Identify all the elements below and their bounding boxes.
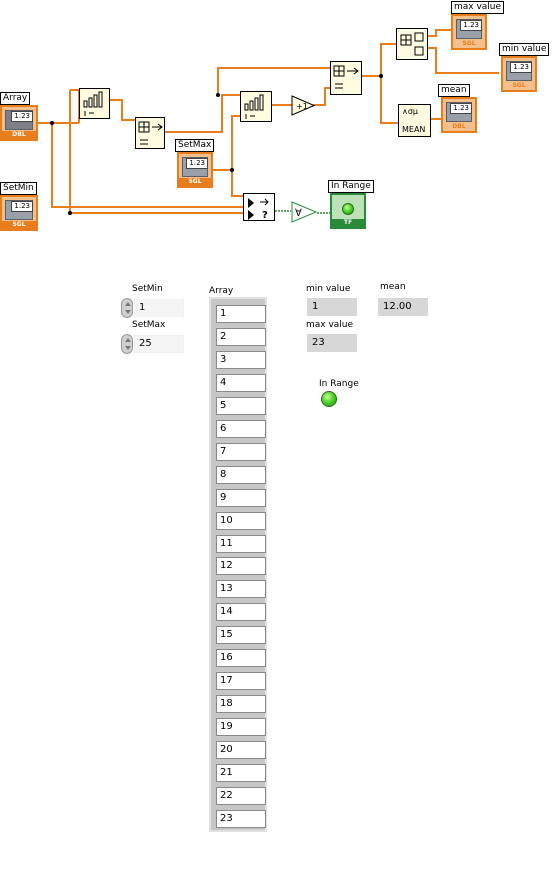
index-array-node-2[interactable] [330,61,362,95]
setmin-terminal[interactable]: 1.23 SGL [0,195,38,231]
inrange-terminal-led-icon [342,203,354,215]
and-array-elements-icon[interactable]: ∀ [291,201,317,223]
setmin-numeric-control[interactable]: 1 [134,299,184,317]
mean-terminal[interactable]: 1.23 DBL [441,97,477,133]
array-element[interactable]: 16 [216,649,266,668]
setmax-increment-decrement[interactable] [121,334,133,354]
increment-icon[interactable]: +1 [291,95,315,116]
array-element[interactable]: 6 [216,419,266,438]
array-terminal[interactable]: 1.23 DBL [0,105,38,141]
array-element[interactable]: 10 [216,511,266,530]
index-array-icon [138,121,163,145]
maxvalue-terminal-num: 1.23 [460,20,482,31]
minvalue-terminal-type: SGL [503,82,535,90]
index-array-node[interactable] [135,117,165,149]
mean-node-symbol: ∧σμ [402,107,419,116]
array-element[interactable]: 3 [216,350,266,369]
sort-icon-2 [244,94,264,119]
array-element[interactable]: 9 [216,488,266,507]
array-element[interactable]: 7 [216,442,266,461]
setmax-down-arrow-icon[interactable] [125,346,131,350]
array-element[interactable]: 22 [216,786,266,805]
array-max-min-icon [400,32,424,56]
min-value-indicator: 1 [307,298,357,316]
minvalue-terminal[interactable]: 1.23 SGL [501,56,537,92]
setmax-label: SetMax [132,320,166,330]
array-terminal-label: Array [0,92,31,105]
min-value-label: min value [306,284,351,294]
setmin-terminal-label: SetMin [0,182,37,195]
array-element[interactable]: 4 [216,373,266,392]
mean-terminal-num: 1.23 [450,103,472,114]
max-value-indicator: 23 [307,334,357,352]
mean-node[interactable]: ∧σμ MEAN [398,104,431,137]
inrange-terminal-type: TF [332,219,364,227]
array-max-min-node[interactable] [396,28,428,60]
setmax-terminal-label: SetMax [175,139,215,152]
mean-node-text: MEAN [402,125,426,134]
array-element[interactable]: 20 [216,741,266,760]
svg-text:?: ? [262,210,268,221]
minvalue-terminal-num: 1.23 [510,62,532,73]
mean-terminal-type: DBL [443,123,475,131]
mean-label: mean [380,282,406,292]
array-element[interactable]: 14 [216,603,266,622]
inrange-terminal-label: In Range [328,180,374,193]
block-diagram-wires [38,29,499,215]
array-element[interactable]: 12 [216,557,266,576]
mean-terminal-label: mean [438,84,470,97]
in-range-coerce-icon: ? [248,198,269,221]
maxvalue-terminal-label: max value [451,1,505,14]
mean-indicator: 12.00 [378,298,428,316]
setmin-terminal-num: 1.23 [11,201,33,212]
setmin-terminal-type: SGL [2,221,36,229]
array-element[interactable]: 8 [216,465,266,484]
array-element[interactable]: 2 [216,327,266,346]
array-element[interactable]: 21 [216,764,266,782]
inrange-terminal[interactable]: TF [330,193,366,229]
setmax-numeric-control[interactable]: 25 [134,335,184,353]
setmax-terminal[interactable]: 1.23 SGL [177,152,213,188]
minvalue-terminal-label: min value [499,43,550,56]
index-array-icon-2 [333,65,359,89]
maxvalue-terminal-type: SGL [453,40,485,48]
array-element[interactable]: 13 [216,580,266,599]
sort-array-node[interactable] [79,88,110,119]
maxvalue-terminal[interactable]: 1.23 SGL [451,14,487,50]
increment-label: +1 [296,102,308,111]
array-element[interactable]: 5 [216,396,266,415]
max-value-label: max value [306,320,354,330]
array-element[interactable]: 15 [216,626,266,645]
sort-array-node-2[interactable] [240,91,272,122]
array-terminal-num: 1.23 [11,111,33,122]
setmin-down-arrow-icon[interactable] [125,310,131,314]
array-element[interactable]: 19 [216,718,266,737]
array-terminal-type: DBL [2,131,36,139]
array-element[interactable]: 17 [216,672,266,691]
svg-text:∀: ∀ [295,208,302,219]
array-element[interactable]: 1 [216,305,266,323]
in-range-label: In Range [319,379,359,389]
array-label: Array [209,286,234,296]
sort-icon [83,91,103,116]
in-range-coerce-node[interactable]: ? [243,193,275,221]
array-element[interactable]: 11 [216,534,266,553]
setmin-increment-decrement[interactable] [121,298,133,318]
array-element[interactable]: 18 [216,695,266,714]
setmax-terminal-num: 1.23 [186,158,208,169]
setmax-up-arrow-icon[interactable] [125,338,131,342]
setmin-label: SetMin [132,284,163,294]
array-element[interactable]: 23 [216,809,266,828]
setmin-up-arrow-icon[interactable] [125,302,131,306]
in-range-led-icon [321,391,337,407]
setmax-terminal-type: SGL [179,178,211,186]
